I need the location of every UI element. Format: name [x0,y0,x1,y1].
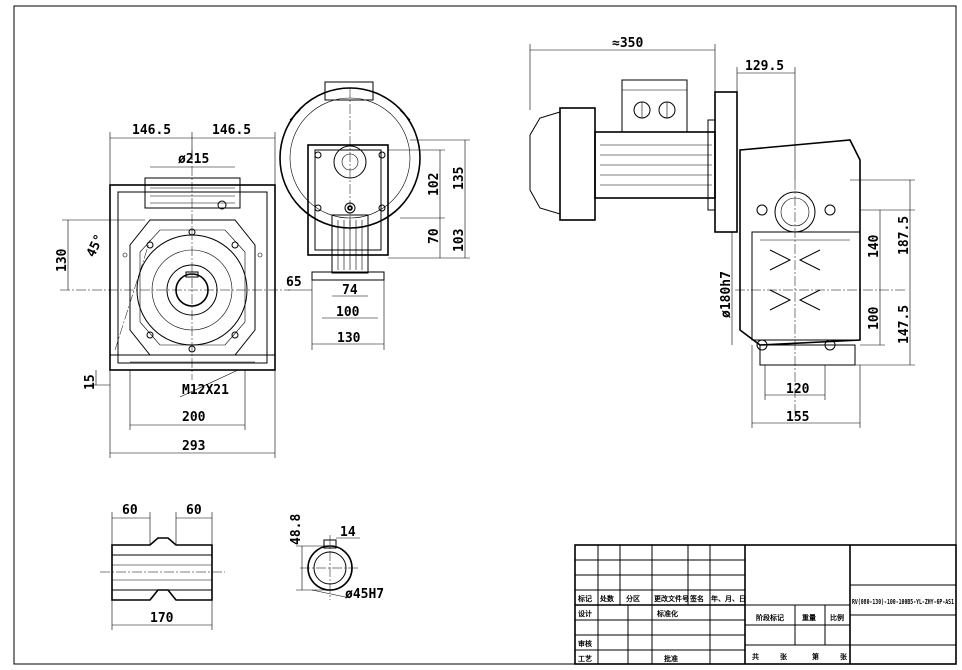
tb-header-count: 处数 [599,594,615,603]
tb-page: 第 [812,652,819,661]
tb-approve: 批准 [664,654,678,663]
dim-dia-45h7: ø45H7 [345,587,384,602]
dim-48-8: 48.8 [289,514,304,545]
dim-65: 65 [286,275,302,290]
front-view: 146.5 146.5 ø215 130 45° 15 M12X21 200 2… [55,123,290,458]
dim-dia-180h7: ø180h7 [719,271,734,318]
bore-view: 48.8 14 ø45H7 [289,514,384,602]
dim-60-left: 60 [122,503,138,518]
tb-sheets-2: 张 [840,652,848,661]
dim-60-right: 60 [186,503,202,518]
motor-view: ≈350 129.5 140 187.5 ø180h7 100 147.5 12… [529,36,915,428]
dim-147-5: 147.5 [897,305,912,344]
tb-stage-mark: 阶段标记 [756,613,784,622]
dim-146-5-right: 146.5 [212,123,251,138]
dim-45-deg: 45° [84,232,108,260]
tb-header-date: 年、月、日 [711,594,746,603]
dim-70: 70 [427,228,442,244]
dim-140: 140 [867,234,882,258]
drawing-border [13,5,957,665]
dim-74: 74 [342,283,358,298]
dim-m12x21: M12X21 [182,383,229,398]
dim-100: 100 [336,305,360,320]
dim-187-5: 187.5 [897,216,912,255]
dim-14: 14 [340,525,356,540]
dim-15: 15 [83,374,98,390]
tb-sheets-1: 张 [780,652,788,661]
shaft-view: 60 60 170 [100,503,225,630]
dim-130-side: 130 [337,331,361,346]
tb-standard: 标准化 [656,609,678,618]
dim-100-motor: 100 [867,306,882,330]
tb-header-zone: 分区 [626,594,640,603]
dim-135: 135 [452,167,467,190]
dim-103: 103 [452,229,467,252]
dim-approx-350: ≈350 [612,36,643,51]
dim-130: 130 [55,248,70,272]
tb-header-mark: 标记 [577,594,592,603]
dim-200: 200 [182,410,206,425]
tb-process: 工艺 [578,654,592,663]
dim-170: 170 [150,611,174,626]
dim-155: 155 [786,410,809,425]
tb-weight: 重量 [802,613,816,622]
tb-header-change-doc: 更改文件号 [654,594,689,603]
dim-129-5: 129.5 [745,59,784,74]
dim-146-5-left: 146.5 [132,123,171,138]
tb-header-sign: 签名 [689,594,704,603]
tb-total: 共 [752,652,759,661]
tb-model-number: RV(080-130)-100-100B5-YL-ZHY-6P-AS1 [852,598,954,606]
dim-dia-215: ø215 [178,152,209,167]
dim-293: 293 [182,439,205,454]
title-block: 标记 处数 分区 更改文件号 签名 年、月、日 设计 标准化 审核 工艺 批准 … [574,544,957,665]
tb-ratio: 比例 [830,613,844,622]
tb-check: 审核 [578,639,592,648]
dim-120: 120 [786,382,810,397]
side-view: 102 135 70 103 65 74 100 130 [279,81,470,350]
tb-design: 设计 [578,609,592,618]
dim-102: 102 [427,173,442,196]
